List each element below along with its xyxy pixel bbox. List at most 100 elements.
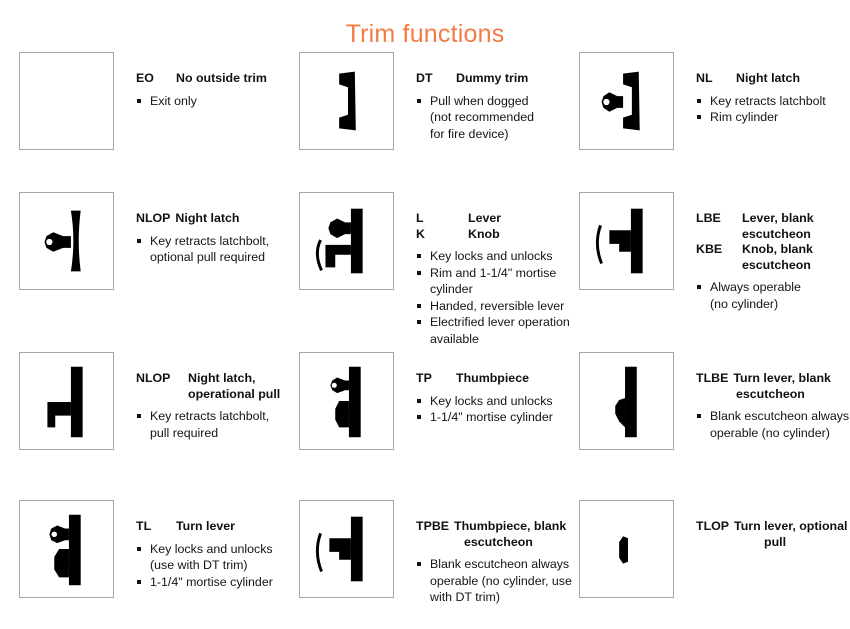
code-line: TPBE Thumbpiece, blank — [416, 519, 579, 535]
code-abbr: LBE — [696, 211, 721, 225]
trim-item-nlop-b-bullets: Key retracts latchbolt, pull required — [136, 408, 299, 441]
bullet-continuation: operable (no cylinder) — [710, 425, 830, 440]
turn-lever-icon — [19, 500, 114, 598]
bullet-continuation: for fire device) — [430, 126, 509, 141]
bullet-item: Handed, reversible lever — [416, 298, 579, 315]
code-abbr: TLOP — [696, 519, 730, 533]
thumbpiece-glyph — [330, 366, 361, 438]
code-abbr: NLOP — [136, 371, 171, 385]
trim-item-tpbe-codes: TPBE Thumbpiece, blank escutcheon — [416, 519, 579, 550]
dummy-pull-glyph — [339, 71, 356, 131]
bullet-continuation: available — [430, 331, 479, 346]
bullet-item: Rim cylinder — [696, 109, 850, 126]
code-line: NLOP Night latch — [136, 211, 299, 227]
bullet-item: Key retracts latchbolt, — [136, 408, 299, 425]
code-name: Thumbpiece — [456, 371, 529, 385]
code-name: Knob, blank — [742, 242, 813, 256]
bullet-item: 1-1/4" mortise cylinder — [416, 409, 579, 426]
turn-lever-optional-pull-icon — [579, 500, 674, 598]
night-latch-optional-pull-glyph — [44, 210, 81, 272]
bullet-item: 1-1/4" mortise cylinder — [136, 574, 299, 591]
bullet-item: Electrified lever operation — [416, 314, 579, 331]
trim-item-lbe-kbe-bullets: Always operable (no cylinder) — [696, 279, 850, 312]
code-continuation: escutcheon — [742, 257, 811, 272]
trim-item-eo-bullets: Exit only — [136, 93, 299, 110]
bullet-item: Always operable — [696, 279, 850, 296]
code-abbr: TLBE — [696, 371, 729, 385]
bullet-item: Blank escutcheon always — [416, 556, 579, 573]
code-name: Night latch — [175, 211, 240, 225]
thumbpiece-blank-escutcheon-glyph — [315, 516, 363, 582]
bullet-item: Key retracts latchbolt — [696, 93, 850, 110]
code-abbr: TPBE — [416, 519, 450, 533]
bullet-item: Key locks and unlocks — [416, 393, 579, 410]
thumbpiece-icon — [299, 352, 394, 450]
night-latch-optional-pull-icon — [19, 192, 114, 290]
code-continuation: escutcheon — [736, 386, 805, 401]
code-continuation: operational pull — [188, 386, 281, 401]
night-latch-operational-pull-icon — [19, 352, 114, 450]
code-name: Turn lever, blank — [733, 371, 831, 385]
dummy-pull-icon — [299, 52, 394, 150]
code-line: TP Thumbpiece — [416, 371, 579, 387]
code-name: Turn lever — [176, 519, 235, 533]
code-name: Night latch — [736, 71, 801, 85]
code-abbr: KBE — [696, 242, 723, 256]
thumbpiece-blank-escutcheon-icon — [299, 500, 394, 598]
code-continuation: escutcheon — [464, 534, 533, 549]
code-name: Thumbpiece, blank — [454, 519, 567, 533]
code-name: Dummy trim — [456, 71, 529, 85]
code-line: TLBE Turn lever, blank — [696, 371, 850, 387]
night-latch-operational-pull-glyph — [47, 366, 83, 438]
bullet-item: Pull when dogged — [416, 93, 579, 110]
code-name: No outside trim — [176, 71, 267, 85]
trim-item-tpbe: TPBE Thumbpiece, blank escutcheon Blank e… — [299, 500, 579, 625]
bullet-item: Key locks and unlocks — [136, 541, 299, 558]
code-line: KBE Knob, blank — [696, 242, 850, 258]
code-abbr: TP — [416, 371, 432, 385]
turn-lever-blank-escutcheon-glyph — [615, 366, 637, 438]
code-line: NL Night latch — [696, 71, 850, 87]
trim-item-tpbe-text: TPBE Thumbpiece, blank escutcheon Blank e… — [394, 500, 579, 606]
bullet-continuation: (use with DT trim) — [150, 558, 248, 572]
trim-item-tp: TP Thumbpiece Key locks and unlocks 1-1/4… — [299, 352, 579, 500]
lever-blank-escutcheon-glyph — [595, 208, 643, 274]
turn-lever-blank-escutcheon-icon — [579, 352, 674, 450]
trim-item-dt-bullets: Pull when dogged (not recommended for fi… — [416, 93, 579, 143]
bullet-item: Rim and 1-1/4" mortise — [416, 265, 579, 282]
code-abbr: NL — [696, 71, 713, 85]
code-continuation: pull — [764, 534, 787, 549]
trim-item-tpbe-bullets: Blank escutcheon always operable (no cyl… — [416, 556, 579, 606]
code-abbr: NLOP — [136, 211, 171, 225]
